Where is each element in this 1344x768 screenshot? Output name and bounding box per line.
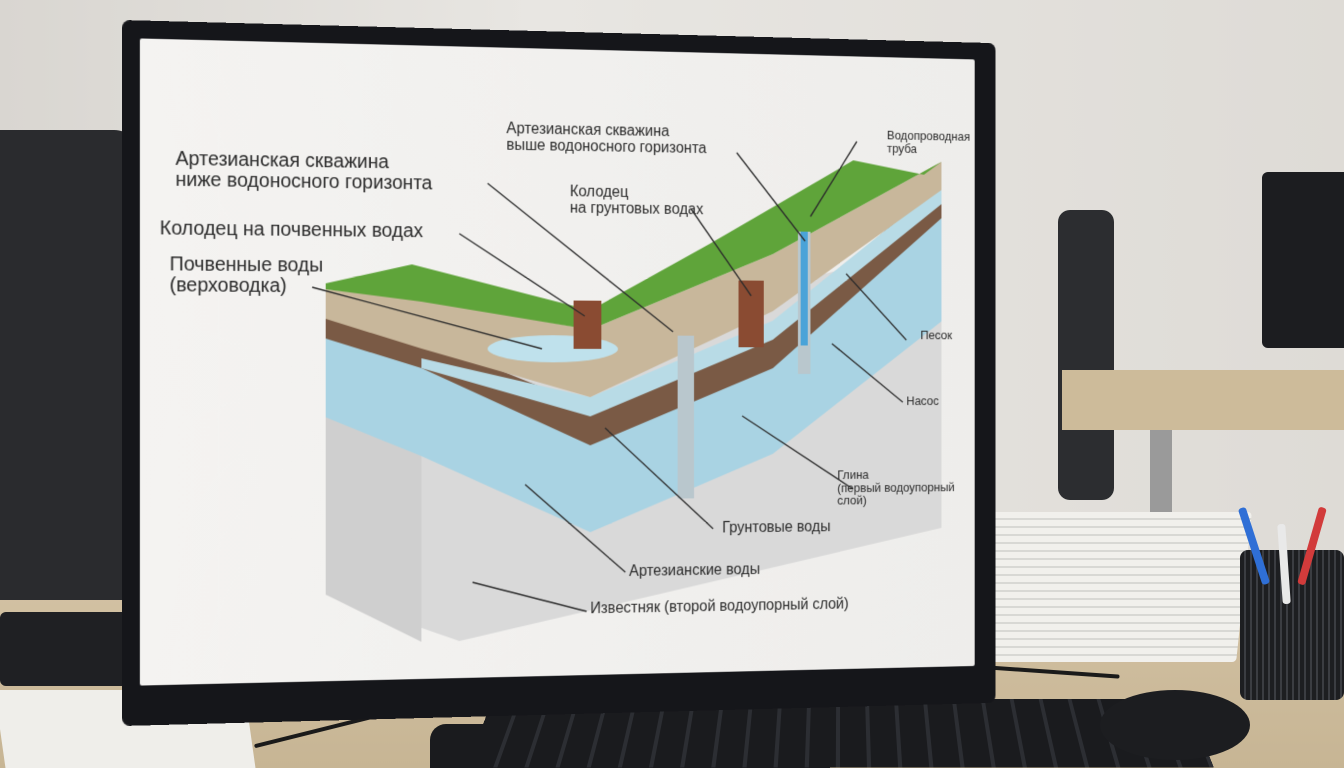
label-artesian-below: Артезианская скважина ниже водоносного г… [175,148,433,195]
background-monitor [1262,172,1344,348]
office-chair-background [1058,210,1114,500]
soil-water-pocket [487,335,618,363]
label-line: Почвенные воды [169,253,324,277]
label-line: ниже водоносного горизонта [175,168,433,195]
label-well-soil-water: Колодец на почвенных водах [159,217,424,243]
keyboard-left [0,612,136,686]
groundwater-well [738,280,764,348]
label-line: слой) [837,493,867,508]
office-chair [0,130,140,600]
label-sand: Песок [920,327,953,343]
label-pump: Насос [906,393,939,408]
desk-leg [1150,430,1172,530]
limestone-layer [325,240,942,644]
label-line: на грунтовых водах [569,199,704,218]
pen-holder [1237,506,1344,700]
label-clay: Глина (первый водоупорный слой) [837,467,954,508]
water-pipe [800,231,808,346]
label-artesian-above: Артезианская скважина выше водоносного г… [506,121,706,157]
label-groundwater: Грунтовые воды [722,518,831,537]
label-artesian-water: Артезианские воды [629,561,761,580]
background-desk [1062,370,1344,430]
mouse [1100,690,1250,760]
artesian-below-well [677,335,695,499]
groundwater-diagram [140,38,942,644]
label-water-pipe: Водопроводная труба [886,128,970,156]
label-line: выше водоносного горизонта [506,136,707,157]
soil-water-well [573,300,602,349]
label-line: труба [886,140,917,156]
label-well-groundwater: Колодец на грунтовых водах [569,184,704,219]
paper-stack [974,512,1252,662]
label-line: (верховодка) [169,274,287,297]
label-soil-water: Почвенные воды (верховодка) [169,253,324,297]
monitor: Артезианская скважина ниже водоносного г… [122,20,996,726]
monitor-screen: Артезианская скважина ниже водоносного г… [139,38,975,686]
